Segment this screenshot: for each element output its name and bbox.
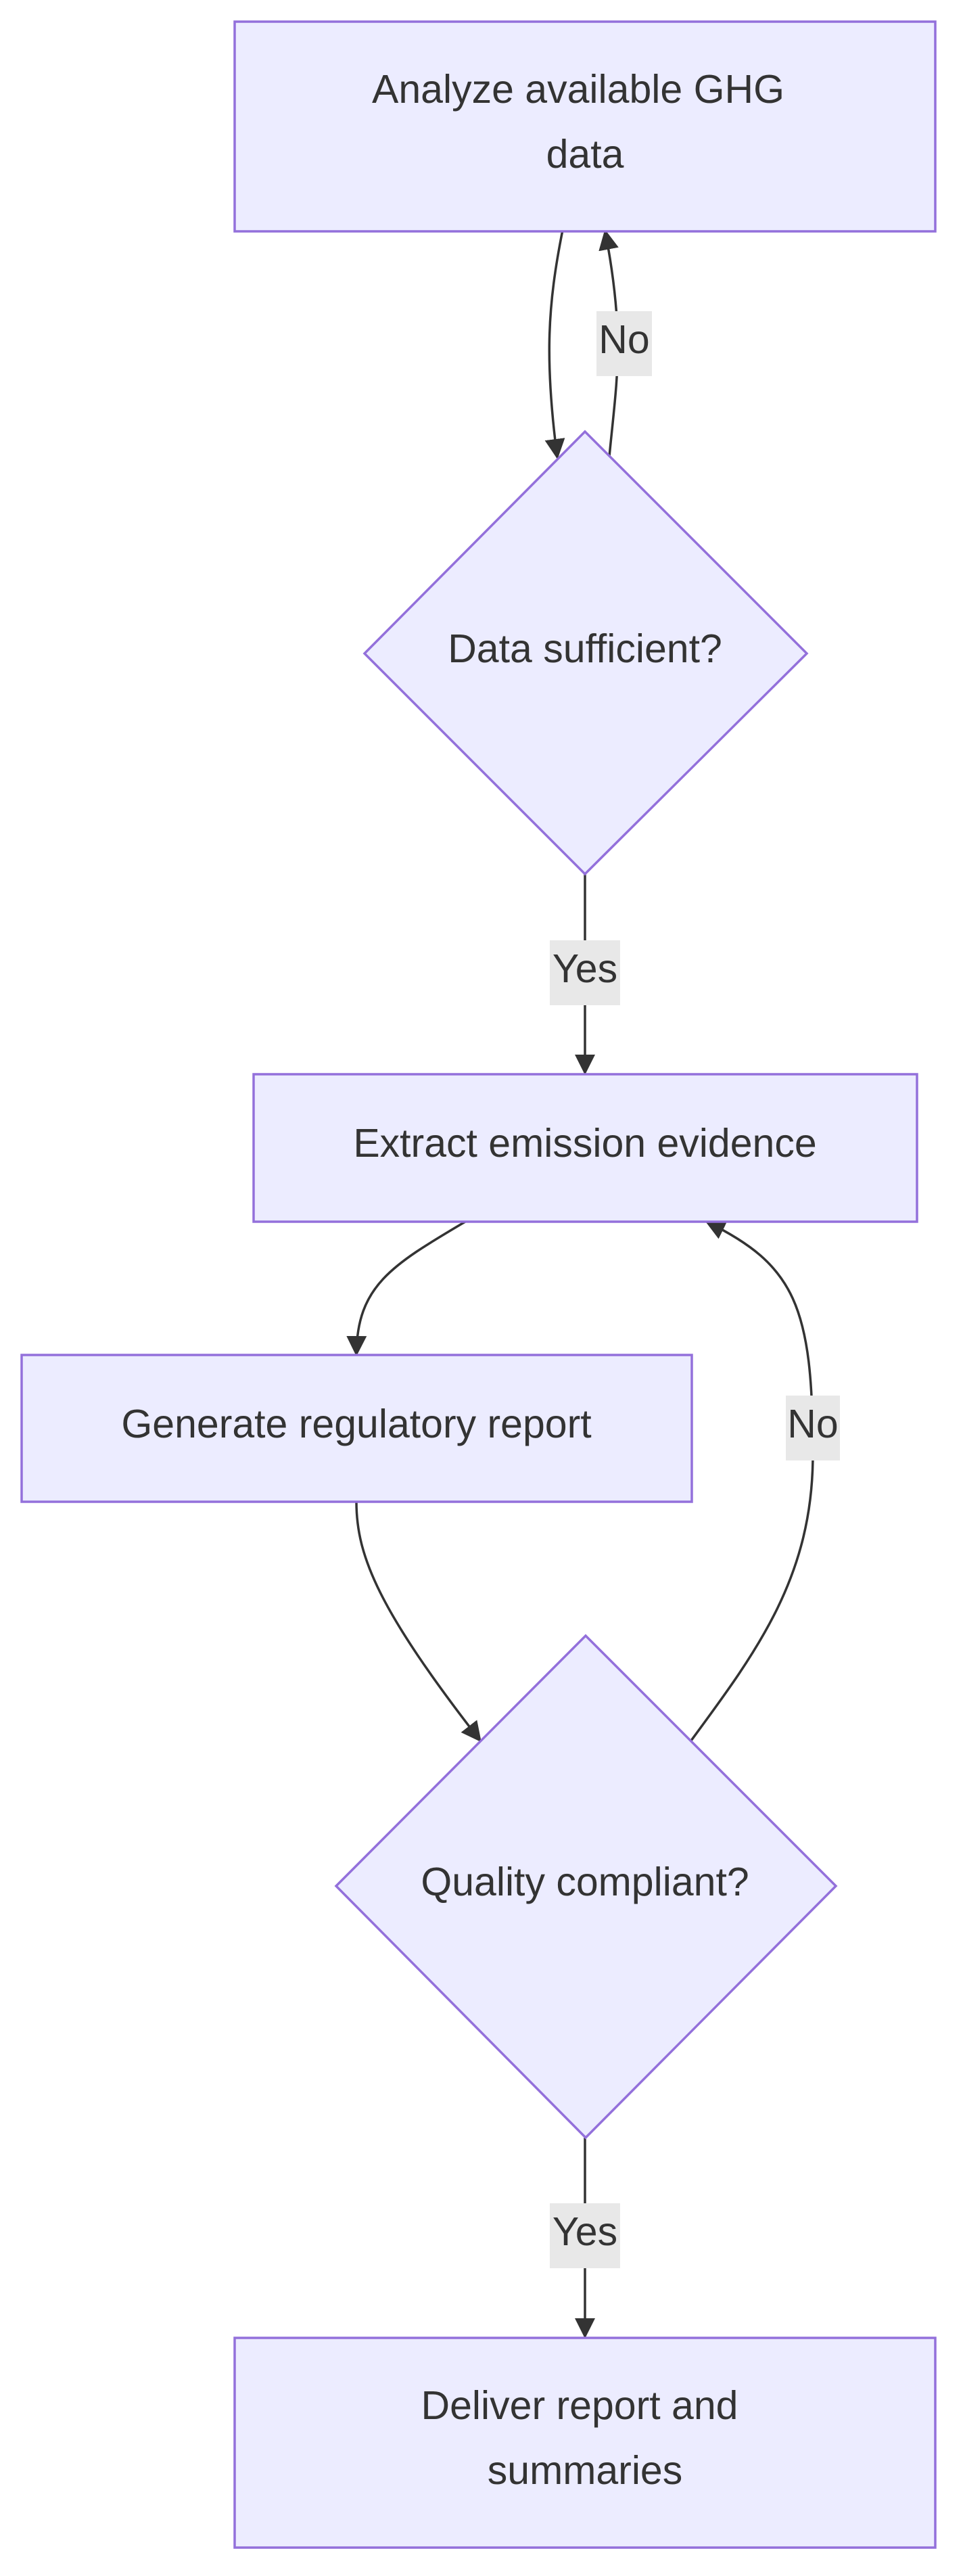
node-deliver-report-box <box>233 2337 937 2549</box>
edge-label-bg-yes-bottom <box>550 2203 620 2268</box>
node-extract-evidence: Extract emission evidence <box>252 1073 918 1223</box>
edge-label-yes-bottom: Yes <box>553 2209 617 2254</box>
node-generate-report: Generate regulatory report <box>20 1354 693 1503</box>
node-data-sufficient-label: Data sufficient? <box>448 626 722 671</box>
edge-label-bg-no-top <box>596 311 652 376</box>
node-quality-compliant-label: Quality compliant? <box>421 1860 749 1904</box>
node-data-sufficient: Data sufficient? <box>362 430 809 876</box>
edge-label-bg-yes-top <box>550 940 620 1005</box>
edge-label-no-top: No <box>598 317 649 362</box>
node-deliver-report-label-line1: Deliver report and <box>421 2383 738 2428</box>
edge-labels: No Yes No Yes <box>550 311 840 2268</box>
edge-extract-to-generate <box>346 1220 466 1356</box>
node-quality-compliant: Quality compliant? <box>334 1634 838 2140</box>
node-analyze-data-box <box>233 20 937 233</box>
node-generate-report-label: Generate regulatory report <box>121 1402 591 1446</box>
edge-label-yes-top: Yes <box>553 946 617 991</box>
node-deliver-report: Deliver report and summaries <box>233 2337 937 2549</box>
node-analyze-data-label-line2: data <box>546 132 624 177</box>
edge-quality-to-extract <box>690 1220 814 1742</box>
node-extract-evidence-box <box>252 1073 918 1223</box>
node-analyze-data-label-line1: Analyze available GHG <box>372 67 784 112</box>
node-data-sufficient-diamond <box>362 430 809 876</box>
node-deliver-report-label-line2: summaries <box>488 2448 683 2493</box>
edge-label-bg-no-bottom <box>786 1396 840 1460</box>
node-generate-report-box <box>20 1354 693 1503</box>
node-extract-evidence-label: Extract emission evidence <box>353 1121 816 1166</box>
edge-generate-to-quality <box>355 1501 482 1743</box>
node-quality-compliant-diamond <box>334 1634 838 2140</box>
edge-label-no-bottom: No <box>787 1402 838 1446</box>
edge-analyze-to-sufficient <box>544 229 565 459</box>
node-analyze-data: Analyze available GHG data <box>233 20 937 233</box>
